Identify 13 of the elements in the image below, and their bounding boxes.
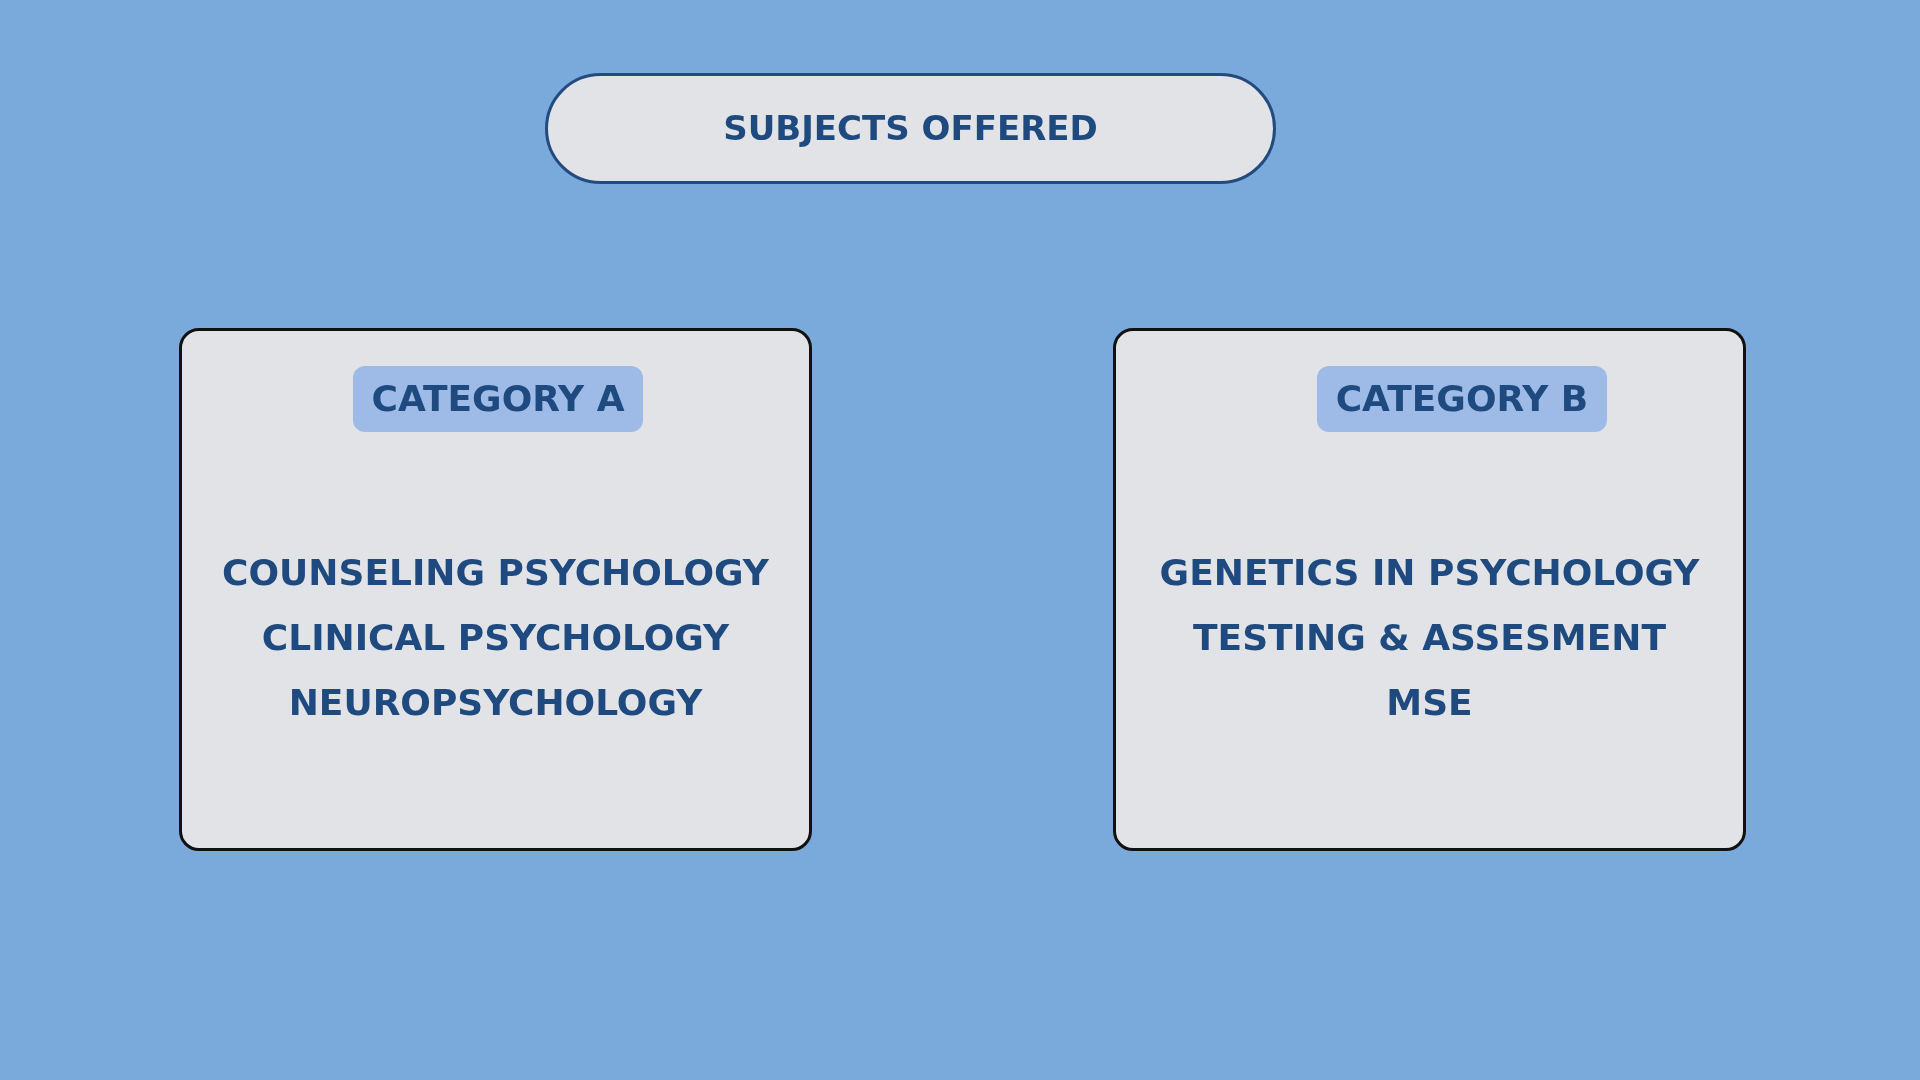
- category-card: [179, 328, 812, 851]
- subject-text: GENETICS IN PSYCHOLOGY: [1159, 551, 1700, 595]
- title-text: SUBJECTS OFFERED: [723, 108, 1098, 149]
- subject-text: NEUROPSYCHOLOGY: [288, 681, 703, 725]
- subject-text: COUNSELING PSYCHOLOGY: [222, 551, 769, 595]
- subject-text: TESTING & ASSESMENT: [1193, 616, 1666, 660]
- category-heading: CATEGORY A: [371, 377, 625, 421]
- category-badge: [1317, 366, 1607, 432]
- category-heading: CATEGORY B: [1335, 377, 1589, 421]
- category-badge: [353, 366, 643, 432]
- category-card: [1113, 328, 1746, 851]
- subject-text: MSE: [1386, 681, 1473, 725]
- subject-text: CLINICAL PSYCHOLOGY: [261, 616, 730, 660]
